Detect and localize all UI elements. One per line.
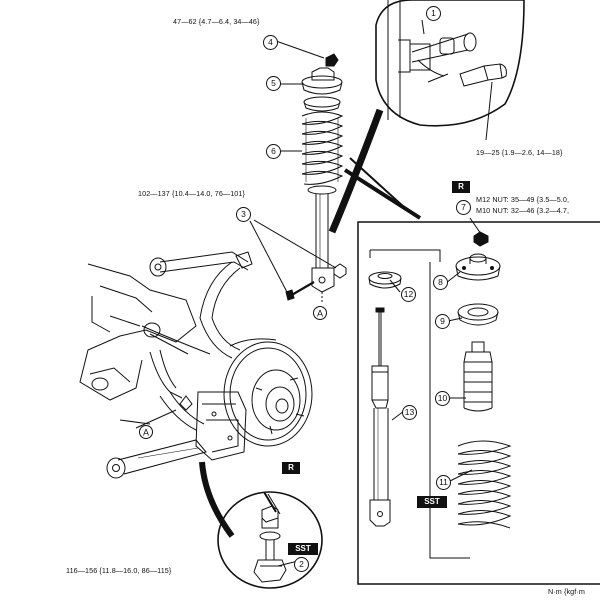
replace-badge-top: R [452, 181, 470, 193]
torque-ball-joint: 116—156 {11.8—16.0, 86—115} [66, 566, 172, 575]
torque-lower-mount: 102—137 {10.4—14.0, 76—101} [138, 189, 246, 198]
sst-badge-balljoint: SST [288, 543, 318, 555]
shock-absorber-part [369, 307, 391, 527]
bracket-detail-view [375, 0, 525, 141]
torque-m12-nut: M12 NUT: 35—49 {3.5—5.0, [476, 195, 570, 204]
callout-9: 9 [435, 314, 450, 329]
callout-6: 6 [266, 144, 281, 159]
ref-mark-a-strut: A [317, 309, 323, 319]
sst-badge-assembly: SST [417, 496, 447, 508]
callout-8: 8 [433, 275, 448, 290]
exploded-parts-frame [357, 221, 600, 585]
torque-top-nut: 47—62 {4.7—6.4, 34—46} [173, 17, 260, 26]
ball-joint-detail-view [217, 491, 323, 589]
dust-boot-part [463, 341, 493, 412]
ref-mark-a-knuckle: A [143, 428, 149, 438]
torque-bracket-bolt: 19—25 {1.9—2.6, 14—18} [476, 148, 563, 157]
callout-5: 5 [266, 76, 281, 91]
callout-12: 12 [401, 287, 416, 302]
callout-2: 2 [294, 557, 309, 572]
torque-unit-label: N·m {kgf·m [548, 587, 585, 596]
coil-spring-part [457, 440, 512, 529]
callout-4: 4 [263, 35, 278, 50]
replace-badge-bottom: R [282, 462, 300, 474]
callout-7: 7 [456, 200, 471, 215]
upper-mount-part [455, 253, 501, 281]
callout-13: 13 [402, 405, 417, 420]
callout-3: 3 [236, 207, 251, 222]
callout-10: 10 [435, 391, 450, 406]
callout-11: 11 [436, 475, 451, 490]
strut-assembly [285, 53, 347, 302]
knuckle-hub-assembly [79, 251, 313, 479]
callout-1: 1 [426, 6, 441, 21]
torque-m10-nut: M10 NUT: 32—46 {3.2—4.7, [476, 206, 570, 215]
